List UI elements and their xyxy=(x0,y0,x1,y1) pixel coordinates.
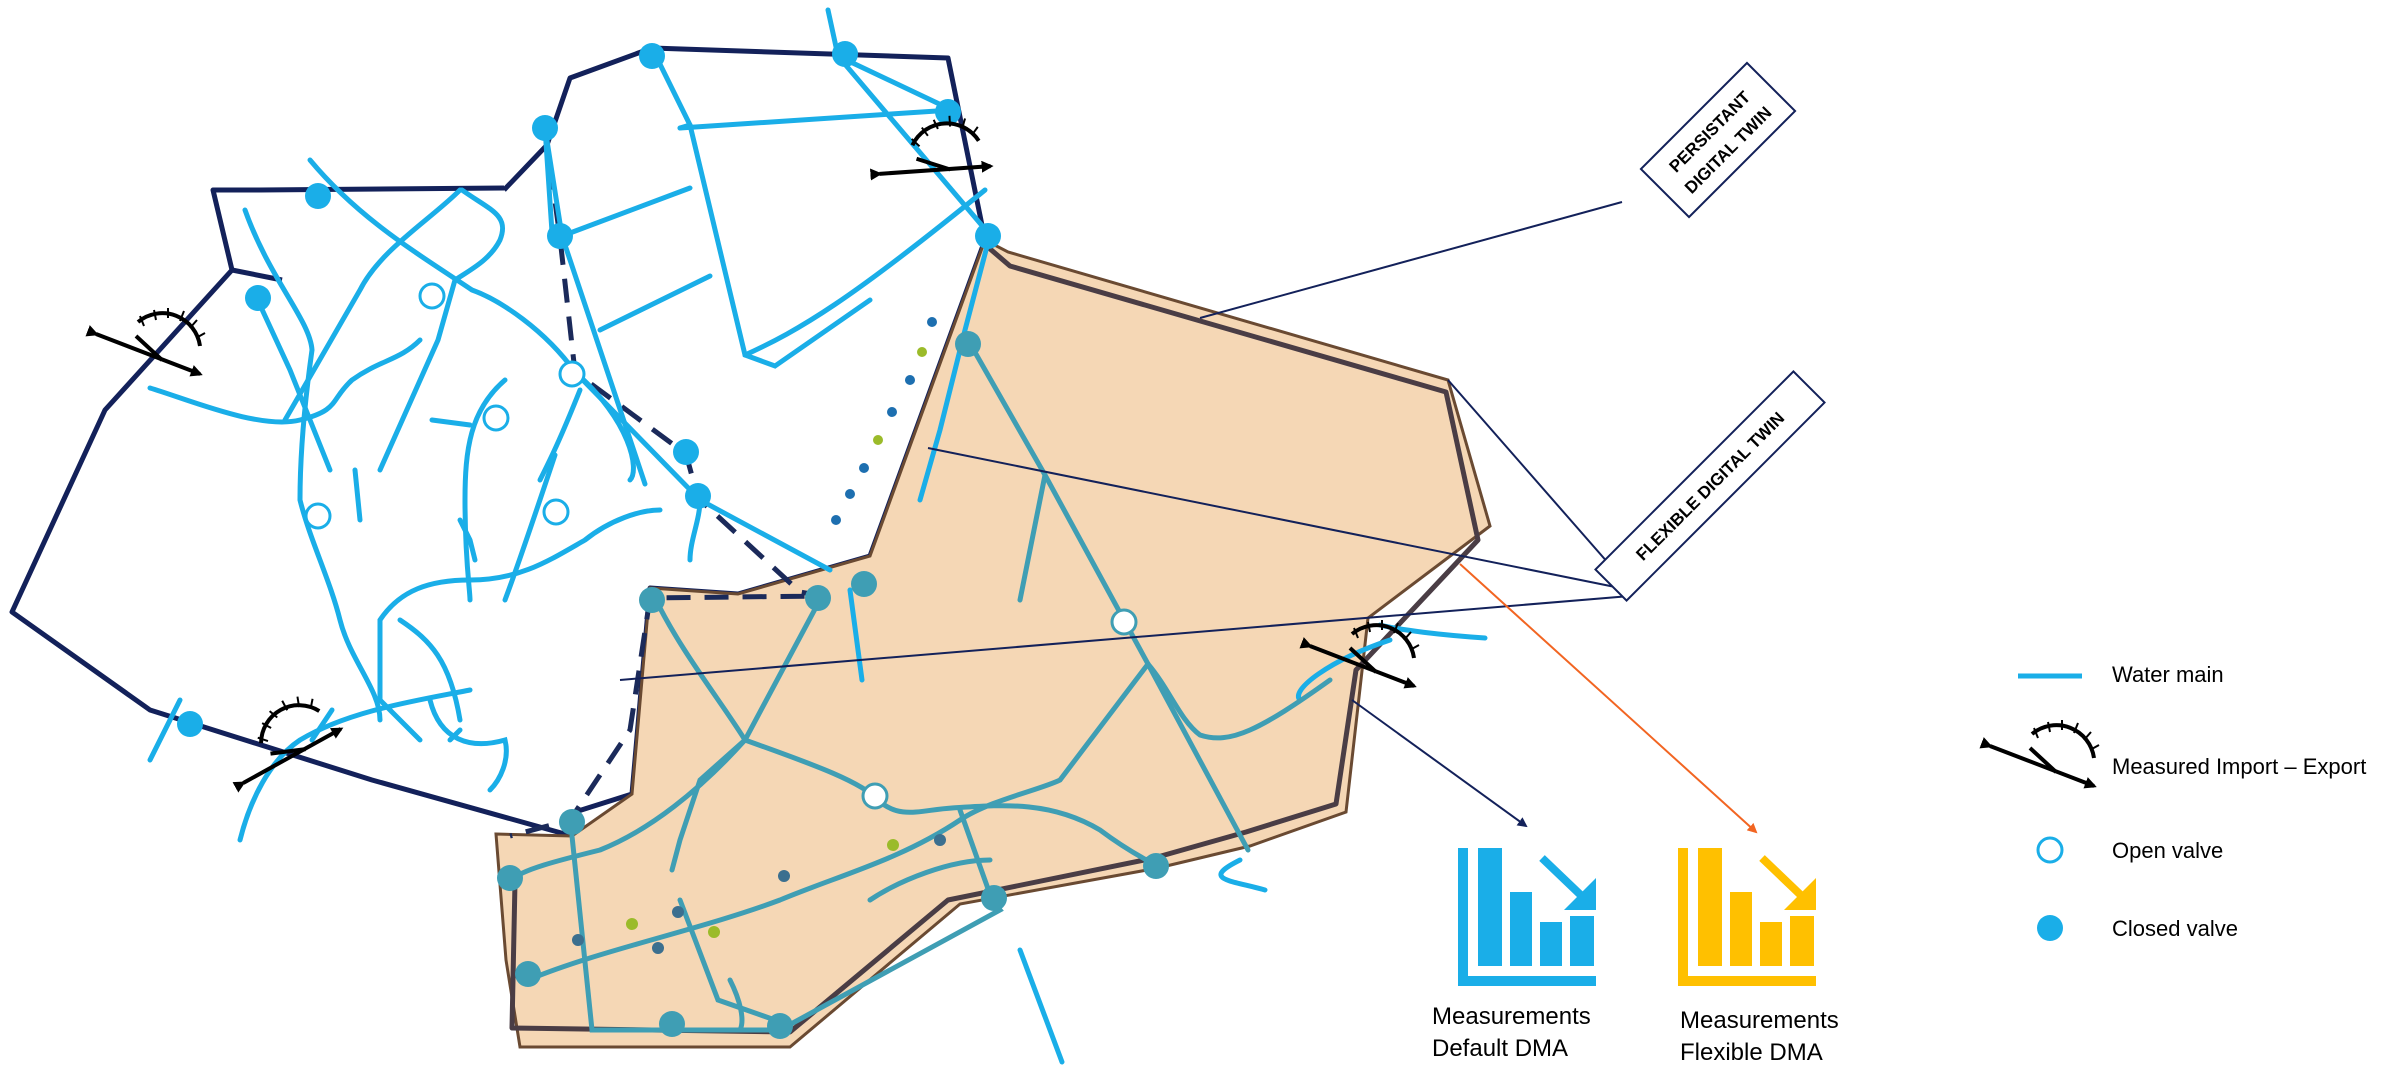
water-mains xyxy=(147,7,1488,1065)
network-boundary xyxy=(231,267,283,283)
network-boundary xyxy=(259,185,505,193)
bar-chart-down-icon xyxy=(1458,848,1596,986)
persistent-twin-box: PERSISTANT DIGITAL TWIN xyxy=(1639,61,1797,219)
flow-meter-icon xyxy=(1990,720,2099,786)
legend-open-valve-label: Open valve xyxy=(2112,838,2223,863)
closed-valves xyxy=(177,41,1001,737)
default-dma-title: Measurements xyxy=(1432,1003,1591,1030)
flow-meter-icon xyxy=(223,683,344,809)
dma-closed-valves xyxy=(497,331,1169,1039)
legend: Water main Measured Import – Export Open… xyxy=(1990,662,2366,941)
legend-water-main-label: Water main xyxy=(2112,662,2224,687)
default-dma-subtitle: Default DMA xyxy=(1432,1035,1568,1062)
flexible-twin-box: FLEXIBLE DIGITAL TWIN xyxy=(1594,370,1826,602)
sensor-dots xyxy=(572,317,946,954)
legend-meter-label: Measured Import – Export xyxy=(2112,754,2366,779)
default-dma-dashed-boundary xyxy=(509,127,823,839)
open-valve-icon xyxy=(2036,836,2064,864)
flexible-twin-label: FLEXIBLE DIGITAL TWIN xyxy=(1632,408,1788,564)
flexible-dma-subtitle: Flexible DMA xyxy=(1680,1039,1823,1066)
twin-connectors xyxy=(619,201,1631,828)
bar-chart-down-icon xyxy=(1678,848,1816,986)
open-valves xyxy=(304,282,1138,810)
flexible-dma-title: Measurements xyxy=(1680,1007,1839,1034)
dma-pipes xyxy=(509,337,1333,1033)
legend-closed-valve-label: Closed valve xyxy=(2112,916,2238,941)
flexible-dma-arrow xyxy=(1459,563,1758,834)
closed-valve-icon xyxy=(2037,915,2063,941)
